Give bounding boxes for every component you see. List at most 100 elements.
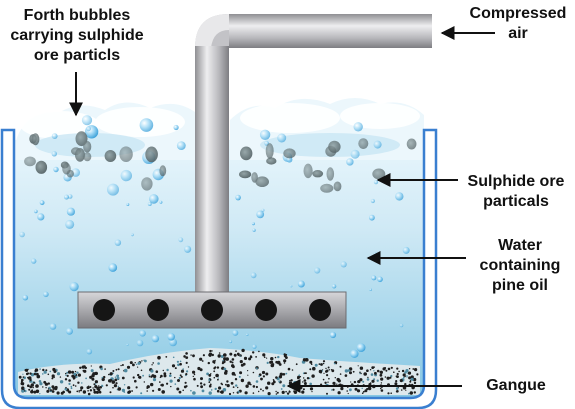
gangue-grain xyxy=(326,374,329,377)
gangue-grain xyxy=(379,373,383,377)
gangue-grain xyxy=(288,390,291,393)
gangue-grain xyxy=(247,381,251,385)
gangue-grain xyxy=(275,390,277,393)
gangue-grain xyxy=(297,380,300,383)
gangue-grain xyxy=(39,368,41,370)
gangue-grain xyxy=(361,392,364,395)
gangue-grain xyxy=(42,386,44,388)
gangue-grain xyxy=(270,360,274,364)
gangue-grain xyxy=(394,382,398,386)
gangue-grain xyxy=(203,383,206,386)
ore-particle xyxy=(240,146,253,161)
gangue-grain xyxy=(31,389,33,391)
gangue-grain xyxy=(59,380,64,384)
gangue-grain xyxy=(234,374,237,376)
gangue-grain xyxy=(36,374,41,379)
gangue-grain xyxy=(297,375,301,379)
bubble xyxy=(232,329,239,336)
bubble xyxy=(252,344,257,349)
gangue-grain xyxy=(32,386,34,389)
gangue-grain xyxy=(373,366,375,369)
gangue-grain xyxy=(76,371,79,374)
gangue-grain xyxy=(336,383,338,385)
gangue-grain xyxy=(148,374,151,376)
ore-particle xyxy=(283,148,296,159)
gangue-grain xyxy=(208,381,211,383)
gangue-grain xyxy=(215,373,219,378)
bubble xyxy=(66,327,73,335)
gangue-grain xyxy=(179,374,182,377)
gangue-grain xyxy=(408,392,410,395)
ore-particle xyxy=(83,152,92,162)
gangue-grain xyxy=(98,390,102,394)
gangue-grain xyxy=(216,366,220,369)
gangue-grain xyxy=(261,370,266,375)
gangue-grain xyxy=(208,379,211,382)
gangue-grain xyxy=(65,386,67,389)
bubble xyxy=(107,183,119,196)
gangue-grain xyxy=(222,388,227,392)
ore-particle xyxy=(326,167,335,181)
gangue-grain xyxy=(390,392,393,395)
gangue-grain xyxy=(201,360,204,362)
gangue-grain xyxy=(217,377,219,379)
gangue-grain xyxy=(400,389,403,391)
gangue-grain xyxy=(190,354,192,356)
gangue-grain xyxy=(241,348,245,353)
gangue-grain xyxy=(361,387,363,390)
gangue-grain xyxy=(192,375,194,378)
gangue-grain xyxy=(371,379,375,383)
gangue-grain xyxy=(322,362,325,365)
gangue-grain xyxy=(176,360,179,363)
gangue-grain xyxy=(413,391,416,394)
gangue-grain xyxy=(226,380,229,383)
gangue-grain xyxy=(52,388,55,390)
bubble xyxy=(37,213,45,221)
ore-particle xyxy=(83,141,92,153)
gangue-grain xyxy=(396,372,399,376)
gangue-grain xyxy=(266,361,269,364)
gangue-grain xyxy=(185,373,188,376)
gangue-grain xyxy=(132,376,135,379)
sparger-pipe xyxy=(77,291,347,329)
gangue-grain xyxy=(115,382,118,385)
label-compressed-air-line-1: Compressed xyxy=(469,5,567,22)
bubble xyxy=(65,219,75,229)
gangue-grain xyxy=(199,382,203,385)
gangue-grain xyxy=(367,386,372,391)
gangue-grain xyxy=(374,371,377,375)
gangue-grain xyxy=(65,374,67,377)
gangue-grain xyxy=(229,360,232,363)
gangue-grain xyxy=(78,391,80,393)
ore-particle xyxy=(159,165,167,177)
gangue-grain xyxy=(172,356,175,359)
bubble xyxy=(229,340,233,344)
gangue-grain xyxy=(129,361,133,365)
gangue-grain xyxy=(64,378,68,381)
gangue-grain xyxy=(29,385,33,389)
gangue-grain xyxy=(73,372,77,376)
ore-particle xyxy=(31,133,40,146)
gangue-grain xyxy=(108,379,112,383)
gangue-grain xyxy=(389,376,392,379)
gangue-grain xyxy=(127,390,131,394)
gangue-grain xyxy=(62,390,65,393)
gangue-grain xyxy=(221,367,224,370)
gangue-grain xyxy=(258,390,260,393)
gangue-grain xyxy=(90,369,94,373)
bubble xyxy=(51,133,58,140)
gangue-grain xyxy=(159,376,162,379)
bubble xyxy=(159,200,163,204)
gangue-grain xyxy=(127,386,131,390)
bubble xyxy=(34,209,38,214)
gangue-grain xyxy=(104,368,106,370)
gangue-grain xyxy=(281,390,285,394)
gangue-grain xyxy=(335,363,337,365)
bubble xyxy=(22,294,29,301)
gangue-grain xyxy=(209,349,212,353)
gangue-grain xyxy=(31,390,33,392)
gangue-grain xyxy=(101,376,104,379)
gangue-grain xyxy=(71,370,75,374)
bubble xyxy=(131,233,134,237)
ore-particle xyxy=(239,170,252,179)
